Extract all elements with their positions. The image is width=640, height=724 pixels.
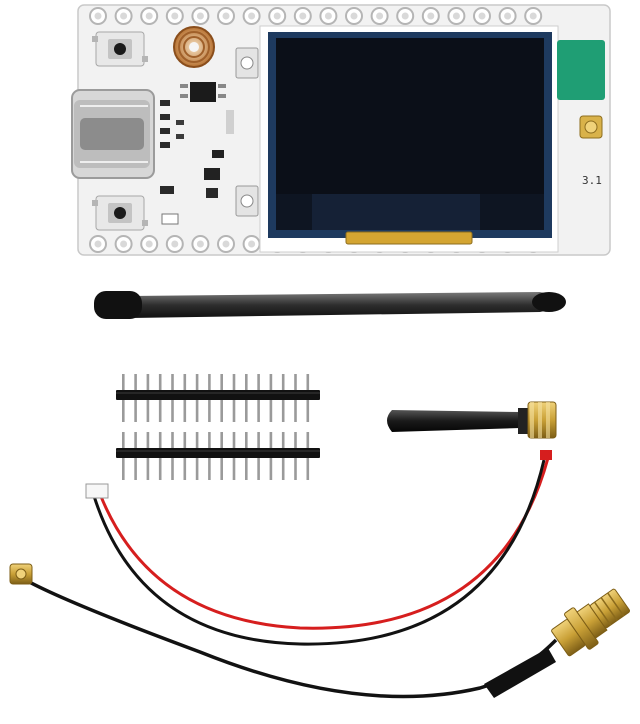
usb-c-connector (71, 89, 155, 179)
copper-coil (173, 26, 215, 68)
top-pin-holes (89, 7, 543, 25)
oled-display (259, 25, 559, 253)
rod-antenna (94, 291, 566, 319)
user-button (92, 195, 148, 231)
silkscreen-version-label: 3.1 (582, 174, 602, 187)
smd-components (160, 47, 259, 225)
pin-header-top (116, 374, 320, 422)
ufl-connector (579, 115, 603, 139)
battery-lead (85, 450, 552, 646)
connector-tab (557, 40, 605, 100)
dev-board: 3.1 (71, 4, 611, 256)
ufl-sma-pigtail (9, 563, 631, 699)
pin-header-bottom (116, 432, 320, 480)
stubby-antenna (387, 401, 557, 439)
reset-button (92, 31, 148, 67)
